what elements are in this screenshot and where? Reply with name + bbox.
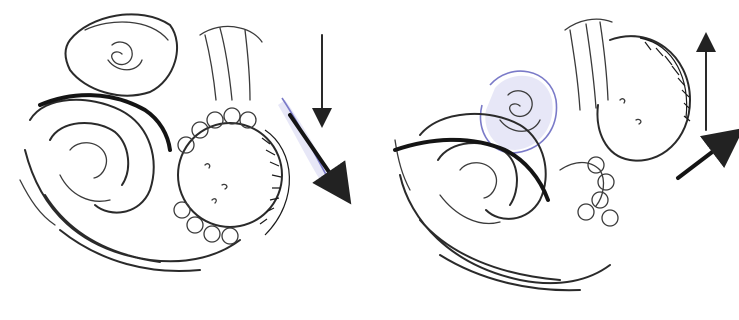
right-panel xyxy=(395,19,728,290)
left-mass-beads xyxy=(174,108,256,244)
right-oblique-arrow-icon xyxy=(678,140,728,178)
left-intestine xyxy=(30,95,170,212)
right-highlighted-organ xyxy=(480,71,556,153)
left-oblique-arrow-icon xyxy=(290,115,340,188)
right-mass xyxy=(560,36,690,226)
left-mass xyxy=(174,108,289,244)
left-tubes xyxy=(200,26,262,100)
left-upper-organ xyxy=(66,14,178,95)
right-tubes xyxy=(565,19,612,110)
left-panel xyxy=(20,14,340,271)
